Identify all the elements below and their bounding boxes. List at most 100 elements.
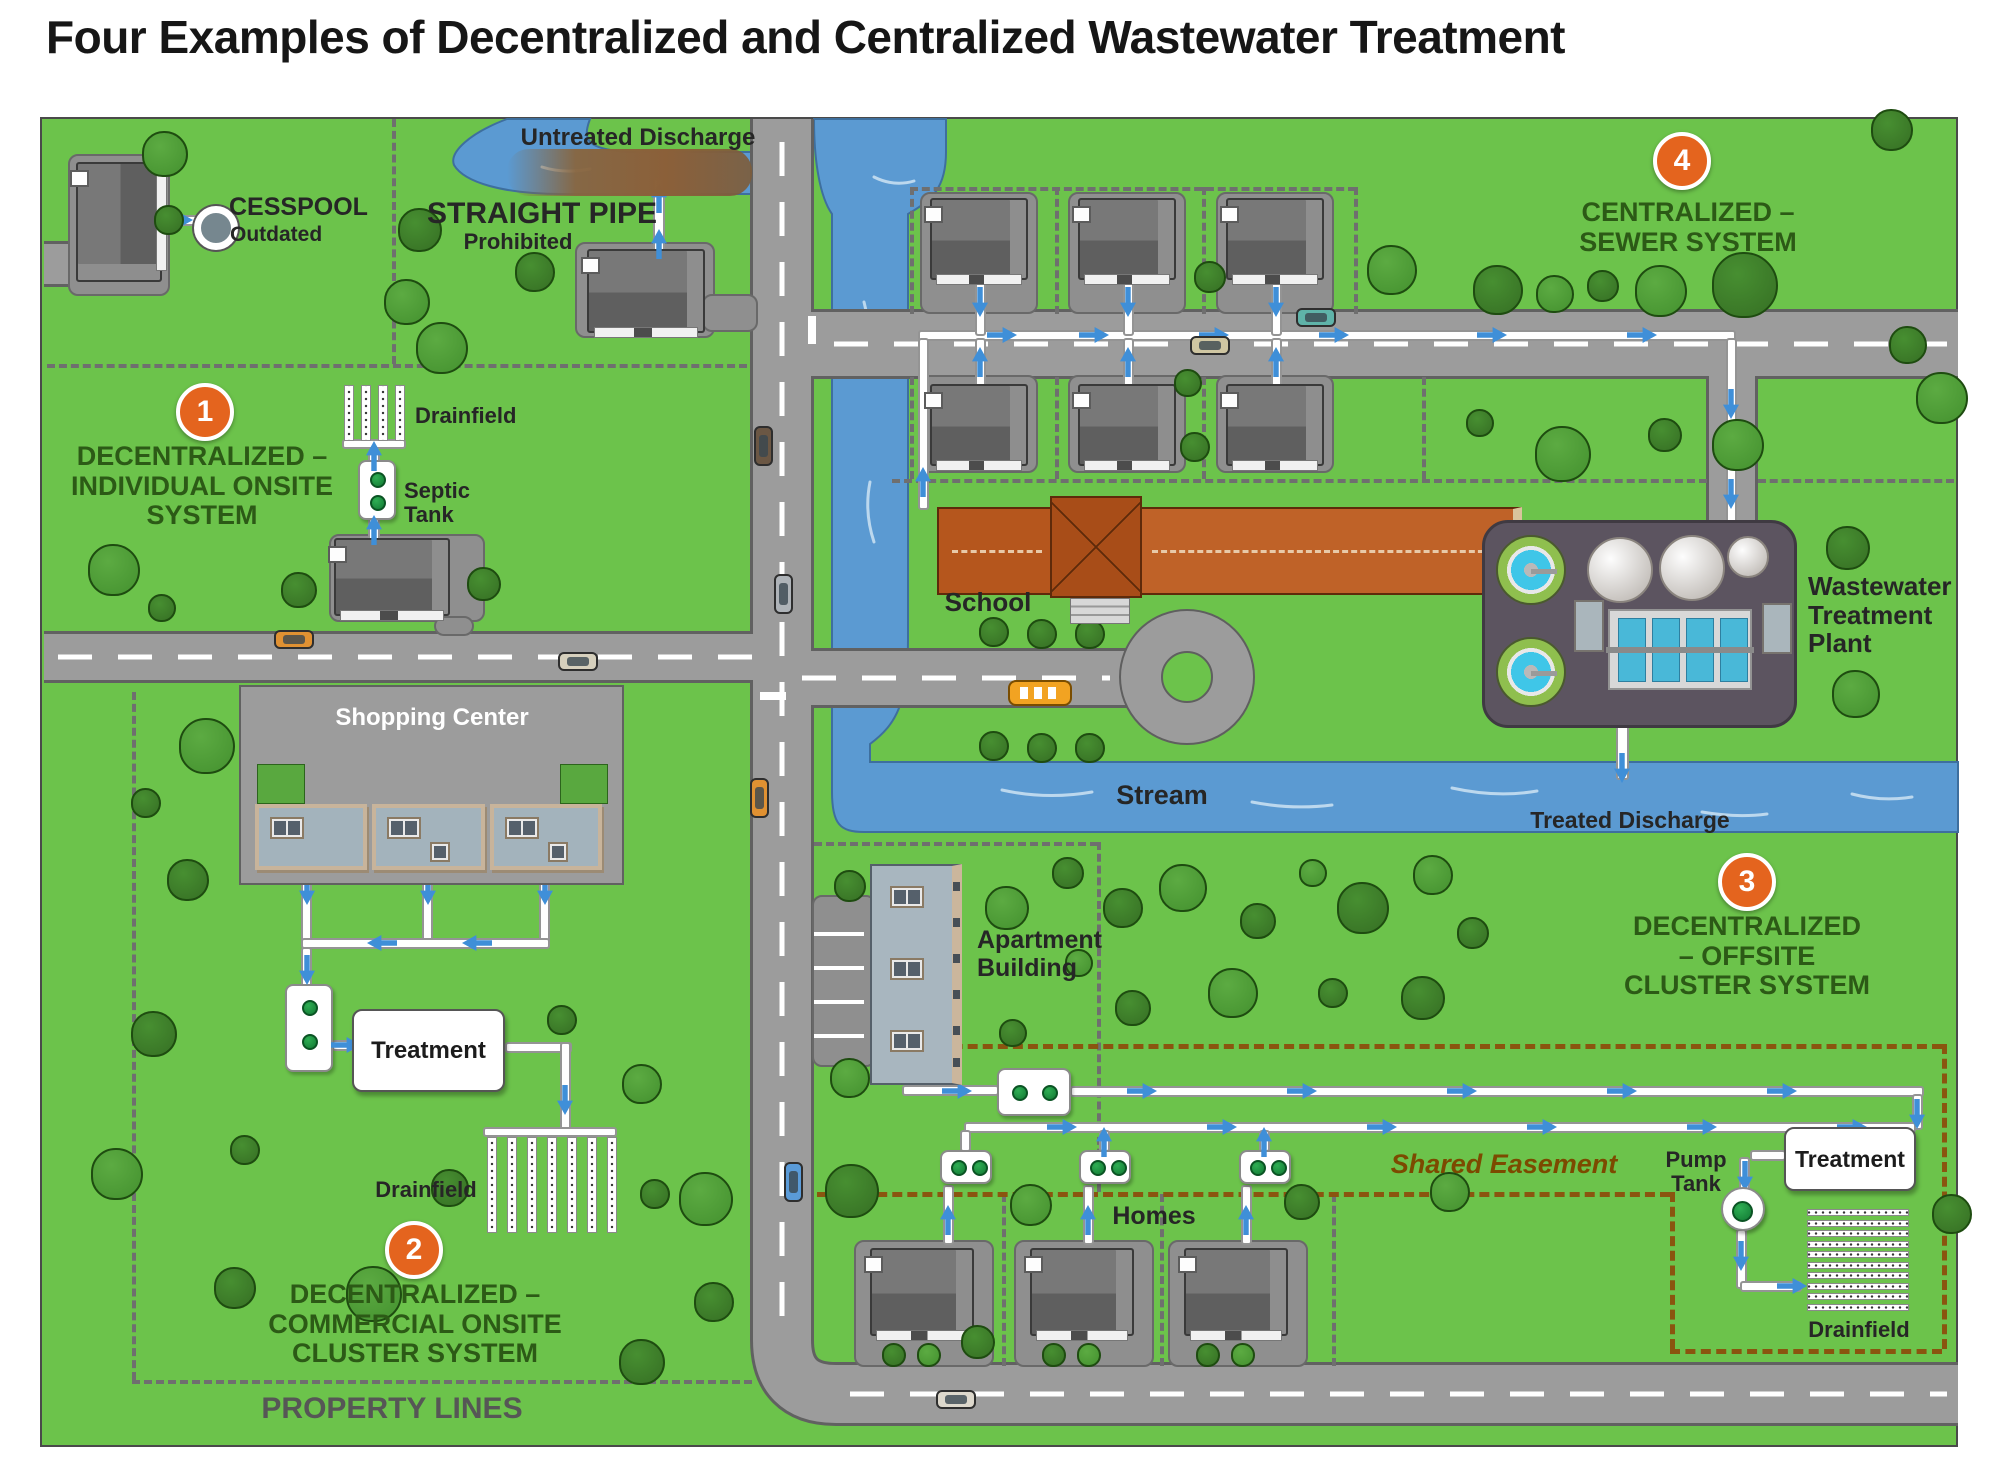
homes-label: Homes: [1112, 1202, 1196, 1230]
tree-icon: [179, 718, 235, 774]
house-icon: [1178, 1248, 1288, 1341]
drainfield-pipe: [378, 385, 388, 441]
property-line: [1002, 1194, 1006, 1366]
drainfield-pipe: [607, 1137, 617, 1233]
house-icon: [328, 538, 450, 621]
tank-port-icon: [1111, 1160, 1128, 1176]
untreated-discharge-label: Untreated Discharge: [520, 124, 756, 151]
drainfield-pipe: [1807, 1282, 1909, 1290]
treatment-unit: Treatment: [352, 1009, 505, 1092]
tree-icon: [1299, 859, 1327, 887]
tree-icon: [1535, 426, 1591, 482]
tree-icon: [622, 1064, 662, 1104]
tree-icon: [431, 1169, 469, 1207]
tree-icon: [467, 567, 501, 601]
house-icon: [1072, 384, 1176, 471]
treatment-unit: Treatment: [1784, 1127, 1916, 1191]
tree-icon: [999, 1019, 1027, 1047]
tree-icon: [1027, 619, 1057, 649]
tree-icon: [1536, 275, 1574, 313]
cesspool-label: CESSPOOL: [229, 193, 368, 221]
tree-icon: [1027, 733, 1057, 763]
house-icon: [1220, 384, 1324, 471]
property-line: [1160, 1194, 1164, 1366]
drainfield-1-label: Drainfield: [415, 403, 517, 428]
tree-icon: [1832, 670, 1880, 718]
drainfield-3-label: Drainfield: [1808, 1317, 1910, 1342]
section-3-title: DECENTRALIZED – OFFSITE CLUSTER SYSTEM: [1623, 911, 1871, 1001]
sewer-pipe: [918, 338, 929, 510]
tree-icon: [979, 617, 1009, 647]
property-line: [1055, 187, 1059, 314]
tree-icon: [1871, 109, 1913, 151]
house-icon: [70, 162, 167, 282]
property-line: [1354, 187, 1358, 314]
tree-icon: [985, 886, 1029, 930]
school-main-roof: [1050, 496, 1142, 598]
property-line: [1332, 1194, 1336, 1366]
apartment-label: Apartment Building: [977, 926, 1103, 982]
pump-tank-label: Pump Tank: [1665, 1147, 1727, 1197]
clarifier-icon: [1496, 637, 1566, 707]
drainfield-pipe: [527, 1137, 537, 1233]
cesspool-icon: [194, 206, 238, 250]
tank-port-icon: [1012, 1085, 1029, 1101]
tree-icon: [825, 1164, 879, 1218]
tree-icon: [1473, 265, 1523, 315]
tree-icon: [346, 1266, 402, 1322]
tree-icon: [834, 870, 866, 902]
section-1-title: DECENTRALIZED – INDIVIDUAL ONSITE SYSTEM: [70, 441, 334, 531]
tank-port-icon: [1041, 1085, 1058, 1101]
tree-icon: [1367, 245, 1417, 295]
driveway-pad: [812, 895, 876, 1067]
tree-icon: [214, 1267, 256, 1309]
tank-port-icon: [302, 1034, 318, 1051]
polluted-water: [507, 149, 752, 196]
page-title: Four Examples of Decentralized and Centr…: [46, 11, 1566, 63]
car-icon: [1296, 308, 1336, 327]
school-bus-icon: [1008, 680, 1072, 706]
parking-line: [814, 966, 864, 970]
tree-icon: [1180, 432, 1210, 462]
sewer-pipe: [505, 1042, 572, 1053]
tree-icon: [1231, 1343, 1255, 1367]
tree-icon: [1052, 857, 1084, 889]
tree-icon: [154, 205, 184, 235]
storage-tank-icon: [1727, 536, 1769, 578]
tree-icon: [281, 572, 317, 608]
tank-port-icon: [1250, 1160, 1267, 1176]
house-icon: [1220, 198, 1324, 285]
drainfield-pipe: [1807, 1303, 1909, 1311]
school-label: School: [944, 587, 1032, 617]
property-line: [1202, 187, 1206, 314]
tree-icon: [1413, 855, 1453, 895]
tree-icon: [917, 1343, 941, 1367]
section-1-badge: 1: [176, 383, 234, 441]
tree-icon: [88, 544, 140, 596]
planter: [257, 764, 305, 804]
property-line: [1202, 377, 1206, 479]
property-line: [132, 1380, 752, 1384]
house-icon: [581, 249, 705, 338]
car-icon: [558, 652, 598, 671]
tree-icon: [1240, 903, 1276, 939]
tree-icon: [398, 208, 442, 252]
septic-tank-icon: [940, 1150, 992, 1184]
map-area: Treatment Treatment 1 DECENTRALIZED – IN…: [40, 109, 1972, 1447]
tree-icon: [1932, 1194, 1972, 1234]
tank-port-icon: [370, 495, 386, 511]
tree-icon: [230, 1135, 260, 1165]
tree-icon: [131, 788, 161, 818]
tree-icon: [1401, 976, 1445, 1020]
septic-tank-icon: [997, 1068, 1071, 1116]
section-2-badge: 2: [385, 1221, 443, 1279]
section-3-badge: 3: [1718, 853, 1776, 911]
tree-icon: [131, 1011, 177, 1057]
tree-icon: [1916, 372, 1968, 424]
house-icon: [1024, 1248, 1134, 1341]
shared-easement-line: [1670, 1349, 1942, 1354]
pump-tank-icon: [1721, 1187, 1765, 1231]
